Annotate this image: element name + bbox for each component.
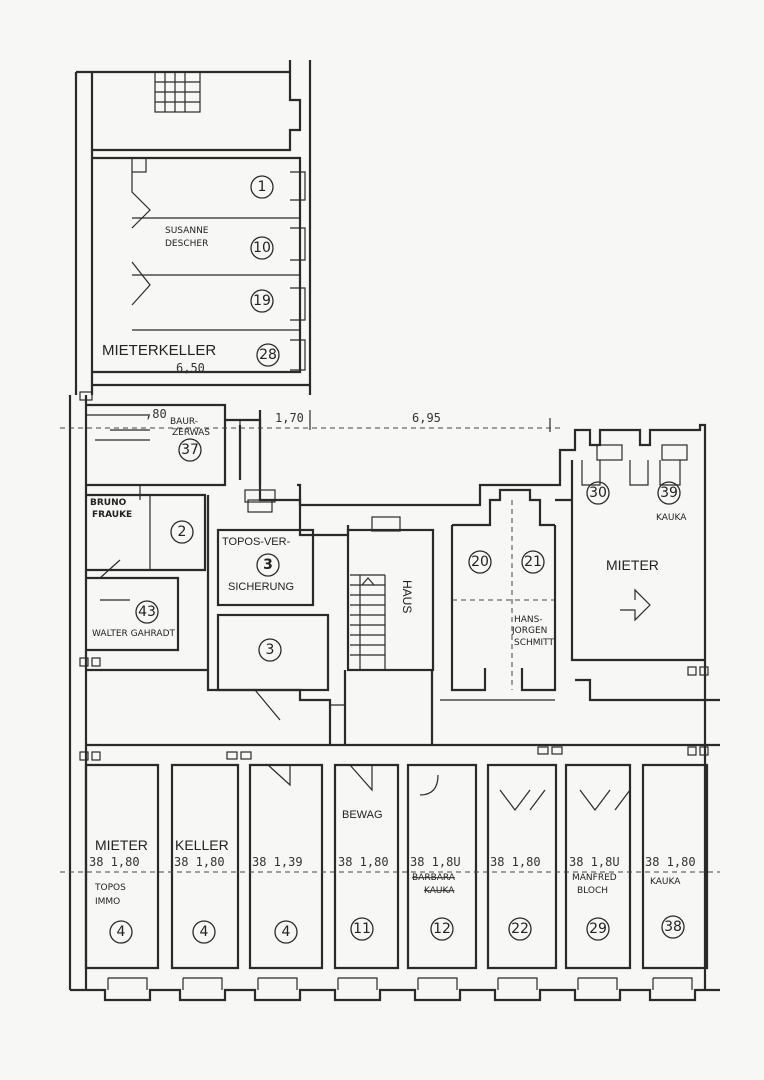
svg-text:43: 43 [138,604,156,620]
label-immo: IMMO [95,897,120,907]
center-section [206,410,557,745]
label-susanne: SUSANNE [165,226,209,236]
svg-text:38: 38 [664,919,682,935]
dim-80: ,80 [145,407,167,421]
label-mieter-bottom: MIETER [95,837,148,853]
dim-bottom-5: 38 1,8U [410,855,461,869]
svg-text:12: 12 [433,921,451,937]
room-19: 19 [250,289,274,313]
dim-bottom-3: 38 1,39 [252,855,303,869]
room-2: 2 [170,520,194,544]
label-kauka-bottom: KAUKA [650,877,681,887]
svg-text:20: 20 [471,554,489,570]
svg-text:2: 2 [178,524,187,540]
room-20: 20 [468,550,492,574]
svg-text:3: 3 [263,557,273,573]
svg-text:29: 29 [589,921,607,937]
svg-text:4: 4 [200,924,209,940]
label-mieterkeller-top: MIETERKELLER [102,342,216,359]
left-column [68,391,262,990]
label-baur: BAUR- [170,417,198,427]
label-keller-bottom: KELLER [175,837,229,853]
label-descher: DESCHER [165,239,208,249]
dim-170: 1,70 [275,411,304,425]
label-hans: HANS- [514,615,543,625]
bottom-storage-row [60,763,720,1002]
dim-bottom-4: 38 1,80 [338,855,389,869]
room-37: 37 [178,438,202,462]
room-3: 3 [258,638,282,662]
room-1: 1 [250,175,274,199]
label-barbara: BARBARA [412,873,456,883]
label-joergen: JORGEN [511,626,547,636]
dim-bottom-8: 38 1,80 [645,855,696,869]
svg-text:30: 30 [589,485,607,501]
label-schmitt: SCHMITT [514,638,555,648]
room-29: 29 [586,917,610,941]
label-topos: TOPOS [94,883,126,893]
top-wing [74,60,312,395]
stair-hatch-top [154,71,201,113]
label-bewag: BEWAG [342,809,383,821]
room-12: 12 [430,917,454,941]
room-4b: 4 [192,920,216,944]
label-frauke: FRAUKE [92,510,132,520]
label-kauka-top: KAUKA [656,513,687,523]
right-wing [297,423,720,990]
svg-text:39: 39 [660,485,678,501]
label-mieter-right: MIETER [606,557,659,573]
dim-bottom-7: 38 1,8U [569,855,620,869]
room-39: 39 [657,481,681,505]
svg-text:22: 22 [511,921,529,937]
small-square [131,157,147,173]
svg-text:28: 28 [259,347,277,363]
dim-bottom-2: 38 1,80 [174,855,225,869]
room-38: 38 [661,915,685,939]
svg-text:3: 3 [266,642,275,658]
svg-text:37: 37 [181,442,199,458]
room-30: 30 [586,481,610,505]
label-walter: WALTER GAHRADT [92,629,176,639]
svg-text:1: 1 [258,179,267,195]
svg-text:21: 21 [524,554,542,570]
label-sicherung: SICHERUNG [228,581,294,593]
label-kauka-struck: KAUKA [424,886,455,896]
svg-text:4: 4 [117,924,126,940]
room-28: 28 [256,343,280,367]
room-3-topos: 3 [256,553,280,577]
room-4a: 4 [109,920,133,944]
label-zerwas: ZERWAS [172,428,210,438]
room-22: 22 [508,917,532,941]
room-21: 21 [521,550,545,574]
room-43: 43 [135,600,159,624]
dim-650: 6,50 [176,361,205,375]
stairwell [346,516,435,672]
corridor [79,668,720,761]
room-11: 11 [350,917,374,941]
dim-bottom-1: 38 1,80 [89,855,140,869]
dim-bottom-6: 38 1,80 [490,855,541,869]
label-bloch: BLOCH [577,886,608,896]
room-4c: 4 [274,920,298,944]
svg-text:11: 11 [353,921,371,937]
svg-text:4: 4 [282,924,291,940]
label-haus-stair: HAUS [400,580,414,613]
svg-text:10: 10 [253,240,271,256]
room-10: 10 [250,236,274,260]
label-manfred: MANFRED [572,873,617,883]
label-topos-ver: TOPOS-VER- [222,536,291,548]
svg-text:19: 19 [253,293,271,309]
dim-695: 6,95 [412,411,441,425]
label-bruno: BRUNO [90,498,127,508]
